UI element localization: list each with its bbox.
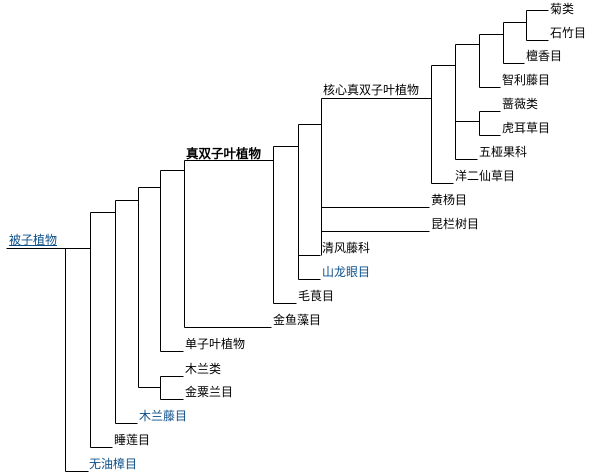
label-santalales: 檀香目: [526, 49, 563, 63]
label-berberidopsidales: 智利藤目: [502, 73, 551, 87]
label-amborellales[interactable]: 无油樟目: [89, 457, 138, 471]
label-ranunculales: 毛茛目: [298, 289, 335, 303]
label-asterids: 菊类: [550, 2, 575, 16]
label-caryophyllales: 石竹目: [550, 26, 587, 40]
label-gunnerales: 洋二仙草目: [455, 169, 516, 183]
label-eudicots: 真双子叶植物: [186, 146, 262, 161]
label-nymphaeales: 睡莲目: [114, 433, 151, 447]
label-rosids: 蔷薇类: [502, 97, 539, 111]
label-austrobaileyales[interactable]: 木兰藤目: [139, 409, 188, 423]
label-sabiaceae: 清风藤科: [322, 241, 371, 255]
label-magnoliids: 木兰类: [185, 362, 222, 376]
label-chloranthales: 金粟兰目: [185, 385, 234, 399]
label-dilleniaceae: 五桠果科: [479, 145, 528, 159]
label-angiosperms[interactable]: 被子植物: [9, 233, 58, 247]
label-trochodendrales: 昆栏树目: [431, 217, 480, 231]
label-proteales[interactable]: 山龙眼目: [322, 265, 371, 279]
label-buxales: 黄杨目: [431, 193, 468, 207]
label-core-eudicots: 核心真双子叶植物: [323, 83, 420, 97]
label-monocots: 单子叶植物: [185, 337, 246, 351]
label-saxifragales: 虎耳草目: [502, 121, 551, 135]
label-ceratophyllales: 金鱼藻目: [273, 313, 322, 327]
